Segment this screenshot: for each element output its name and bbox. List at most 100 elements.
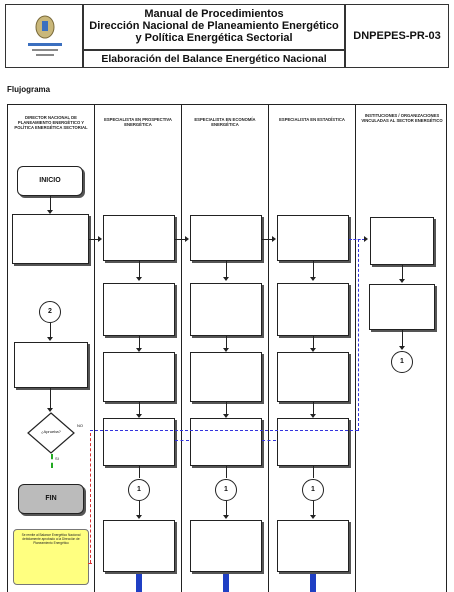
return-path <box>175 440 189 441</box>
flow-arrowhead <box>47 210 53 214</box>
decision-yes-label: SI <box>55 456 59 461</box>
flow-arrow <box>313 402 314 416</box>
return-path <box>262 440 276 441</box>
flow-arrowhead <box>364 236 368 242</box>
process-box <box>190 418 262 466</box>
process-box <box>277 215 349 261</box>
header-title-line3: y Política Energética Sectorial <box>135 32 293 44</box>
process-box <box>277 283 349 336</box>
flow-arrow <box>402 330 403 348</box>
coat-of-arms-icon <box>28 15 62 56</box>
process-box <box>190 283 262 336</box>
flow-arrow <box>139 501 140 517</box>
process-box <box>277 418 349 466</box>
flow-arrow <box>226 501 227 517</box>
return-path <box>90 430 358 431</box>
lane-divider <box>355 104 356 592</box>
flow-arrowhead <box>98 236 102 242</box>
flow-arrow <box>50 323 51 339</box>
flow-arrow <box>139 336 140 350</box>
process-box: ​ <box>14 342 88 388</box>
offpage-arrow <box>136 574 142 592</box>
connector-2: 2 <box>39 301 61 323</box>
flow-arrow <box>50 196 51 212</box>
flow-arrow <box>226 402 227 416</box>
flow-arrow <box>139 261 140 279</box>
process-box <box>103 283 175 336</box>
flow-arrow <box>313 501 314 517</box>
process-box <box>190 352 262 402</box>
lane-heading-instituciones: INSTITUCIONES / ORGANIZACIONES VINCULADA… <box>361 113 443 123</box>
offpage-arrow <box>310 574 316 592</box>
decision-no-path <box>90 433 91 563</box>
flow-arrow <box>89 239 99 240</box>
decision-label: ¿Aprueba? <box>41 429 61 434</box>
annotation-note: Se remite al Balance Energético Nacional… <box>13 529 89 585</box>
process-box <box>103 520 175 572</box>
flow-arrow <box>50 388 51 410</box>
process-box: ​ <box>12 214 89 264</box>
flow-arrowhead <box>310 414 316 418</box>
end-terminal: FIN <box>18 484 84 514</box>
header-code-cell: DNPEPES-PR-03 <box>345 4 449 68</box>
header-title-cell: Manual de Procedimientos Dirección Nacio… <box>83 4 345 50</box>
flow-arrow <box>262 239 272 240</box>
header-subtitle: Elaboración del Balance Energético Nacio… <box>101 53 327 65</box>
lane-divider <box>181 104 182 592</box>
return-path <box>358 239 359 431</box>
lane-heading-prospectiva: ESPECIALISTA EN PROSPECTIVA ENERGÉTICA <box>104 117 172 127</box>
process-box <box>103 418 175 466</box>
flow-arrowhead <box>272 236 276 242</box>
connector-1: 1 <box>128 479 150 501</box>
flow-arrowhead <box>223 515 229 519</box>
decision-diamond <box>27 412 75 454</box>
header-title-line2: Dirección Nacional de Planeamiento Energ… <box>89 20 339 32</box>
flow-arrow <box>313 336 314 350</box>
flow-arrowhead <box>47 337 53 341</box>
flow-arrowhead <box>310 515 316 519</box>
flow-arrow <box>139 402 140 416</box>
flow-arrowhead <box>136 348 142 352</box>
decision-yes-path <box>51 454 53 468</box>
flow-arrow <box>313 466 314 478</box>
process-box <box>103 352 175 402</box>
flow-arrow <box>226 261 227 279</box>
connector-1: 1 <box>391 351 413 373</box>
flow-arrowhead <box>136 277 142 281</box>
flow-arrow-dashed <box>349 239 365 240</box>
return-path <box>88 563 92 564</box>
header-code: DNPEPES-PR-03 <box>353 30 441 42</box>
flow-arrowhead <box>223 277 229 281</box>
flow-arrow <box>402 265 403 281</box>
flowchart-frame <box>7 104 447 592</box>
connector-1: 1 <box>215 479 237 501</box>
flow-arrowhead <box>399 346 405 350</box>
flow-arrowhead <box>223 348 229 352</box>
process-box <box>190 520 262 572</box>
flow-arrowhead <box>185 236 189 242</box>
flow-arrowhead <box>223 414 229 418</box>
process-box <box>190 215 262 261</box>
lane-heading-economia: ESPECIALISTA EN ECONOMÍA ENERGÉTICA <box>194 117 256 127</box>
connector-1: 1 <box>302 479 324 501</box>
flow-arrowhead <box>399 279 405 283</box>
lane-divider <box>94 104 95 592</box>
header-logo-cell <box>5 4 83 68</box>
process-box <box>370 217 434 265</box>
section-label: Flujograma <box>7 85 51 94</box>
flow-arrow <box>313 261 314 279</box>
flow-arrowhead <box>136 414 142 418</box>
flow-arrow <box>139 466 140 478</box>
start-terminal: INICIO <box>17 166 83 196</box>
flow-arrowhead <box>47 408 53 412</box>
flow-arrowhead <box>136 515 142 519</box>
offpage-arrow <box>223 574 229 592</box>
process-box <box>103 215 175 261</box>
flow-arrow <box>226 336 227 350</box>
process-box <box>277 352 349 402</box>
lane-divider <box>268 104 269 592</box>
header-subtitle-cell: Elaboración del Balance Energético Nacio… <box>83 50 345 68</box>
decision-no-label: NO <box>77 423 83 428</box>
lane-heading-estadistica: ESPECIALISTA EN ESTADÍSTICA <box>279 117 345 122</box>
process-box <box>369 284 435 330</box>
